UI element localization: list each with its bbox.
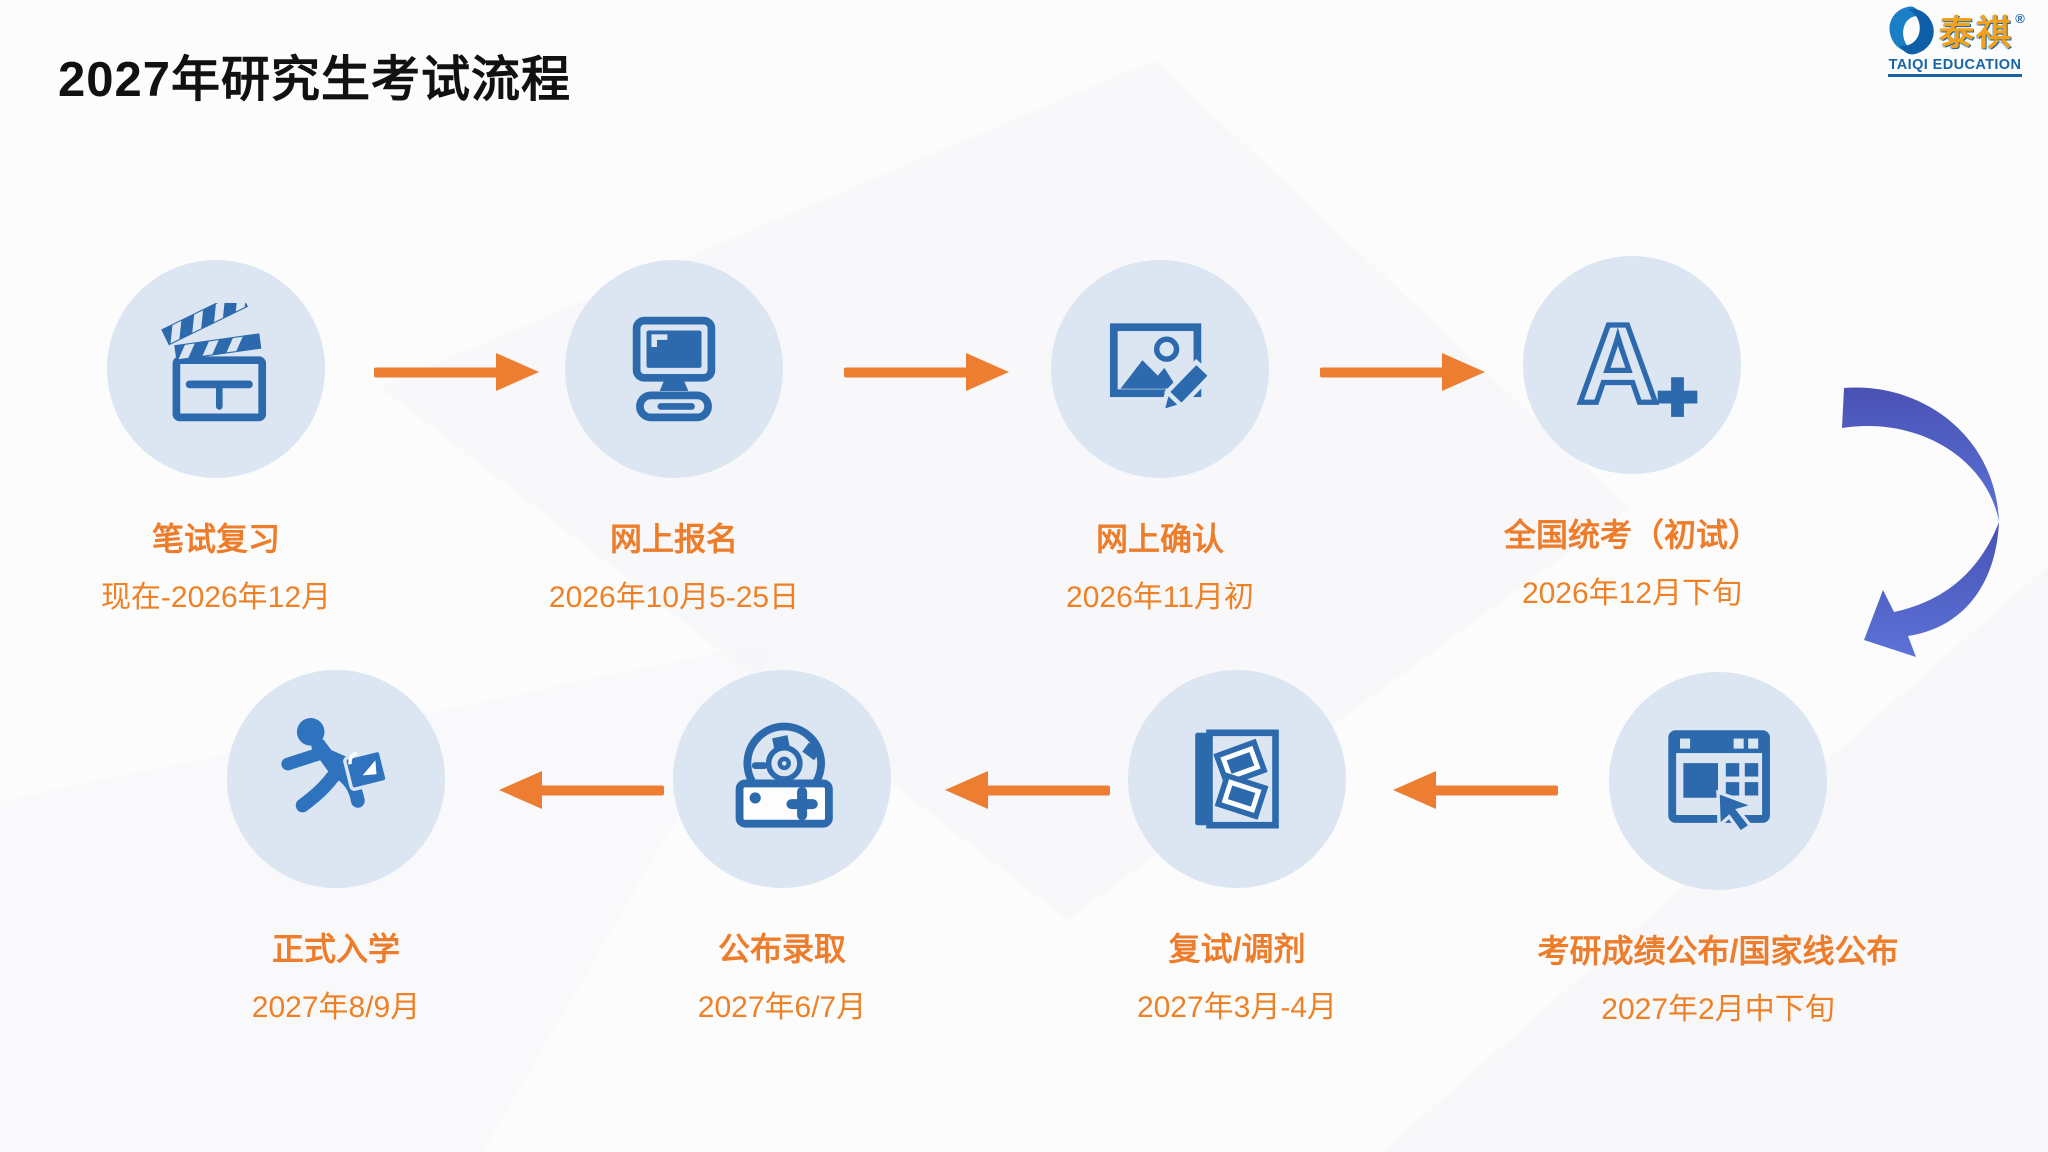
step-date: 现在-2026年12月 xyxy=(100,581,332,614)
svg-text:A: A xyxy=(1578,301,1659,426)
step-admission-announcement: 公布录取 2027年6/7月 xyxy=(542,670,1022,1026)
step-online-registration: 网上报名 2026年10月5-25日 xyxy=(434,260,914,616)
step-label: 全国统考（初试） xyxy=(1503,517,1760,553)
taiqi-logo: 泰祺 ® TAIQI EDUCATION xyxy=(1860,4,2048,77)
step-date: 2027年8/9月 xyxy=(251,991,421,1024)
flow-arrow-left-icon xyxy=(945,771,1110,809)
step-written-exam-review: 笔试复习 现在-2026年12月 xyxy=(0,260,456,616)
step-date: 2026年12月下旬 xyxy=(1521,577,1743,610)
step-date: 2026年10月5-25日 xyxy=(548,581,800,614)
step-circle xyxy=(1609,672,1827,890)
taiqi-swirl-icon xyxy=(1889,6,1934,55)
page-title: 2027年研究生考试流程 xyxy=(58,53,572,107)
step-circle xyxy=(107,260,325,478)
step-results-announcement: 考研成绩公布/国家线公布 2027年2月中下旬 xyxy=(1478,672,1958,1028)
step-circle xyxy=(565,260,783,478)
step-label: 网上确认 xyxy=(1095,521,1224,557)
step-circle xyxy=(227,670,445,888)
step-date: 2027年3月-4月 xyxy=(1136,991,1338,1024)
step-online-confirmation: 网上确认 2026年11月初 xyxy=(920,260,1400,616)
disc-drive-icon xyxy=(735,722,833,828)
flow-arrow-right-icon xyxy=(374,353,539,391)
step-date: 2027年2月中下旬 xyxy=(1601,993,1835,1026)
curved-connector-arrow-icon xyxy=(1842,387,1999,657)
step-national-exam: A 全国统考（初试） 2026年12月下旬 xyxy=(1392,256,1872,612)
step-retest-adjustment: 复试/调剂 2027年3月-4月 xyxy=(997,670,1477,1026)
step-label: 公布录取 xyxy=(717,931,846,967)
step-label: 考研成绩公布/国家线公布 xyxy=(1537,933,1899,969)
step-date: 2026年11月初 xyxy=(1066,581,1254,614)
step-label: 网上报名 xyxy=(609,521,738,557)
flow-arrow-right-icon xyxy=(844,353,1009,391)
step-circle xyxy=(1051,260,1269,478)
brand-name-en: TAIQI EDUCATION xyxy=(1887,57,2023,77)
step-formal-enrollment: 正式入学 2027年8/9月 xyxy=(96,670,576,1026)
step-circle xyxy=(1128,670,1346,888)
flow-arrow-left-icon xyxy=(499,771,664,809)
photo-edit-icon xyxy=(1109,323,1214,415)
running-student-icon xyxy=(281,718,389,813)
step-label: 正式入学 xyxy=(271,931,400,967)
photo-album-icon xyxy=(1195,729,1279,829)
browser-results-icon xyxy=(1668,730,1770,835)
step-label: 笔试复习 xyxy=(151,521,280,557)
step-circle xyxy=(673,670,891,888)
desktop-computer-icon xyxy=(632,316,716,422)
registered-trademark: ® xyxy=(2015,10,2025,26)
step-date: 2027年6/7月 xyxy=(697,991,867,1024)
flow-arrow-left-icon xyxy=(1393,771,1558,809)
brand-name-cn: 泰祺 xyxy=(1939,13,2014,53)
step-circle: A xyxy=(1523,256,1741,474)
grade-a-plus-icon: A xyxy=(1575,299,1698,429)
clapperboard-icon xyxy=(161,303,267,422)
flow-arrow-right-icon xyxy=(1320,353,1485,391)
step-label: 复试/调剂 xyxy=(1168,931,1306,967)
